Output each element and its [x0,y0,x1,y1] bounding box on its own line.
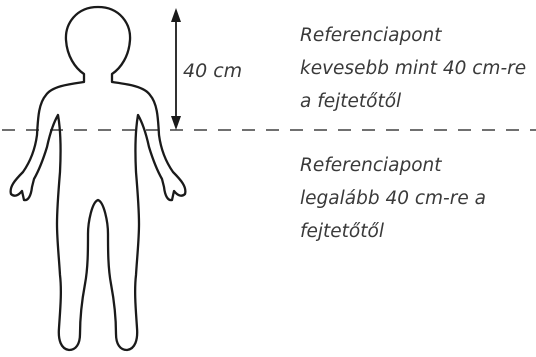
zone-label-line: kevesebb mint 40 cm-re [300,52,526,85]
zone-label-line: a fejtetőtől [300,85,526,118]
arrowhead-up-icon [171,8,181,22]
zone-label-below-line: Referenciapont legalább 40 cm-re a fejte… [300,149,486,248]
measurement-label: 40 cm [183,60,242,82]
zone-label-line: legalább 40 cm-re a [300,182,486,215]
arrowhead-down-icon [171,116,181,130]
measurement-arrow [171,8,181,130]
zone-label-above-line: Referenciapont kevesebb mint 40 cm-re a … [300,19,526,118]
zone-label-line: fejtetőtől [300,215,486,248]
human-figure-outline [11,7,186,350]
zone-label-line: Referenciapont [300,149,486,182]
zone-label-line: Referenciapont [300,19,526,52]
